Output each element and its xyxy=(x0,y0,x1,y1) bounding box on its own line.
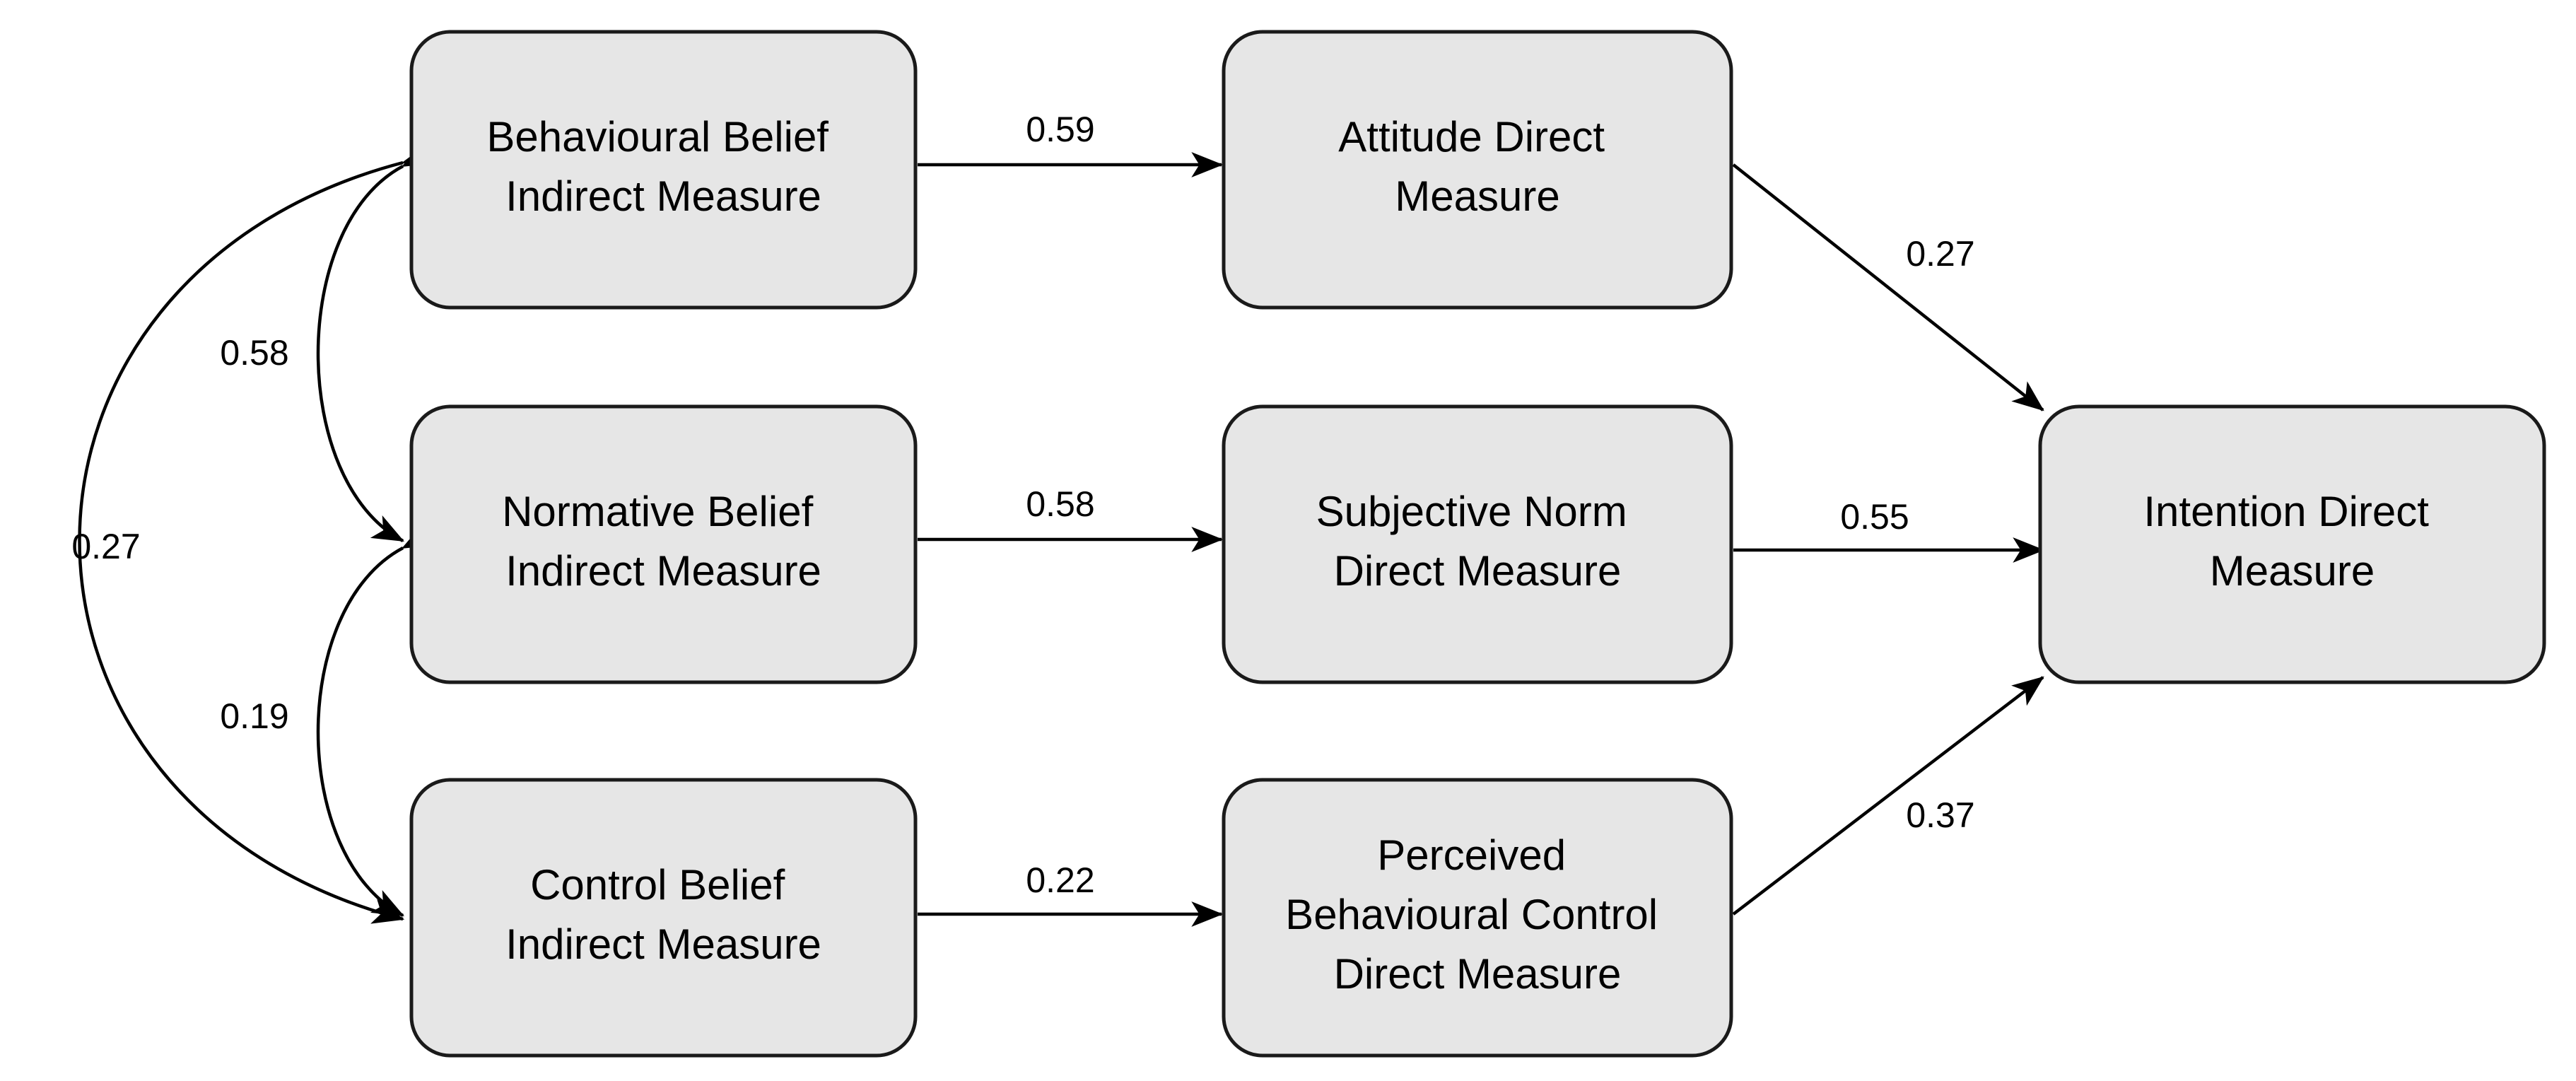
path-coefficient-perceived-intention: 0.37 xyxy=(1906,795,1974,835)
svg-text:Behavioural Belief Indir: Behavioural Belief Indirect Measure xyxy=(486,113,840,220)
path-coefficient-attitude-intention: 0.27 xyxy=(1906,234,1974,274)
node-attitude: Attitude Direct Measure xyxy=(1222,30,1733,310)
svg-text:Subjective Norm Direct M: Subjective Norm Direct Measure xyxy=(1316,488,1639,595)
node-label-line: Subjective Norm xyxy=(1316,488,1627,535)
node-label-line: Indirect Measure xyxy=(505,173,821,220)
node-label-line: Indirect Measure xyxy=(505,921,821,968)
node-perceived-behavioural-control: Perceived Behavioural Control Direct Mea… xyxy=(1222,778,1733,1058)
arrow-attitude-to-intention xyxy=(1732,163,2044,411)
node-label-line: Intention Direct xyxy=(2143,488,2429,535)
arrow-perceived-to-intention xyxy=(1732,676,2044,916)
node-label-line: Behavioural Control xyxy=(1285,891,1658,938)
correlation-behavioural-normative xyxy=(316,140,436,542)
node-label-line: Perceived xyxy=(1377,831,1566,879)
coefficients: 0.59 0.58 0.22 0.27 0.55 0.37 0.58 0.19 … xyxy=(71,110,1974,900)
node-label-line: Normative Belief xyxy=(502,488,813,535)
node-label-line: Behavioural Belief xyxy=(486,113,829,160)
path-coefficient-subjective-intention: 0.55 xyxy=(1840,497,1909,537)
correlation-normative-control xyxy=(316,522,436,917)
edges xyxy=(78,140,2045,927)
node-normative-belief: Normative Belief Indirect Measure xyxy=(409,404,918,684)
node-label-line: Measure xyxy=(1395,173,1559,220)
node-label-line: Direct Measure xyxy=(1334,950,1622,998)
node-control-belief: Control Belief Indirect Measure xyxy=(409,778,918,1058)
node-label-line: Indirect Measure xyxy=(505,547,821,595)
path-coefficient-control-perceived: 0.22 xyxy=(1026,860,1094,900)
node-behavioural-belief: Behavioural Belief Indirect Measure xyxy=(409,30,918,310)
correlation-coefficient-behavioural-control: 0.27 xyxy=(71,527,140,566)
path-coefficient-normative-subjective: 0.58 xyxy=(1026,484,1094,524)
node-intention: Intention Direct Measure xyxy=(2038,404,2546,684)
node-label-line: Control Belief xyxy=(530,861,785,908)
path-coefficient-behavioural-attitude: 0.59 xyxy=(1026,110,1094,149)
correlation-behavioural-control xyxy=(78,142,435,924)
svg-text:Normative Belief Indirec: Normative Belief Indirect Measure xyxy=(502,488,825,595)
svg-text:Perceived Behavioural Co: Perceived Behavioural Control Direct Mea… xyxy=(1285,831,1670,998)
svg-text:Attitude Direct Measure: Attitude Direct Measure xyxy=(1338,113,1617,220)
node-label-line: Attitude Direct xyxy=(1338,113,1605,160)
correlation-coefficient-normative-control: 0.19 xyxy=(220,696,288,736)
node-subjective-norm: Subjective Norm Direct Measure xyxy=(1222,404,1733,684)
svg-text:Intention Direct Measure: Intention Direct Measure xyxy=(2143,488,2440,595)
svg-text:Control Belief Indirect: Control Belief Indirect Measure xyxy=(505,861,821,968)
node-label-line: Measure xyxy=(2210,547,2375,595)
node-label-line: Direct Measure xyxy=(1334,547,1622,595)
correlation-coefficient-behavioural-normative: 0.58 xyxy=(220,333,288,373)
